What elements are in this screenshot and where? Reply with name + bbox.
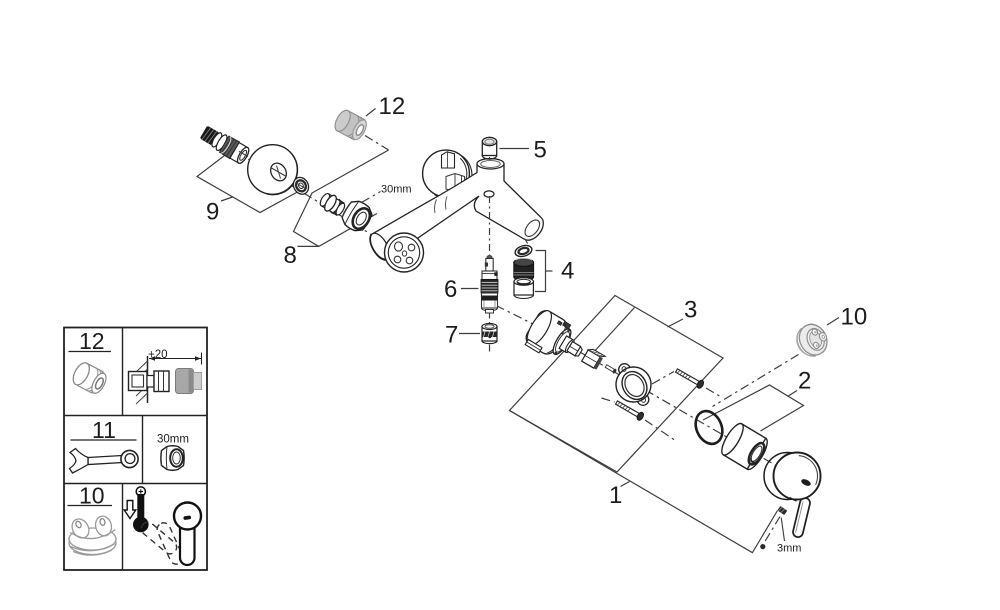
svg-text:5: 5 <box>534 137 547 164</box>
svg-text:2: 2 <box>798 368 811 395</box>
svg-text:8: 8 <box>284 242 297 269</box>
svg-text:1: 1 <box>609 482 622 509</box>
svg-text:10: 10 <box>79 483 105 509</box>
svg-text:30mm: 30mm <box>157 434 189 446</box>
svg-text:7: 7 <box>445 322 458 349</box>
svg-text:12: 12 <box>379 93 406 120</box>
svg-text:30mm: 30mm <box>381 184 412 196</box>
svg-text:10: 10 <box>841 304 868 331</box>
svg-text:6: 6 <box>444 276 457 303</box>
svg-text:12: 12 <box>79 328 105 354</box>
svg-text:+20: +20 <box>148 349 168 361</box>
svg-text:11: 11 <box>92 417 116 443</box>
svg-text:3mm: 3mm <box>777 543 801 555</box>
svg-text:9: 9 <box>206 199 219 226</box>
svg-text:3: 3 <box>684 297 697 324</box>
svg-text:4: 4 <box>561 258 574 285</box>
